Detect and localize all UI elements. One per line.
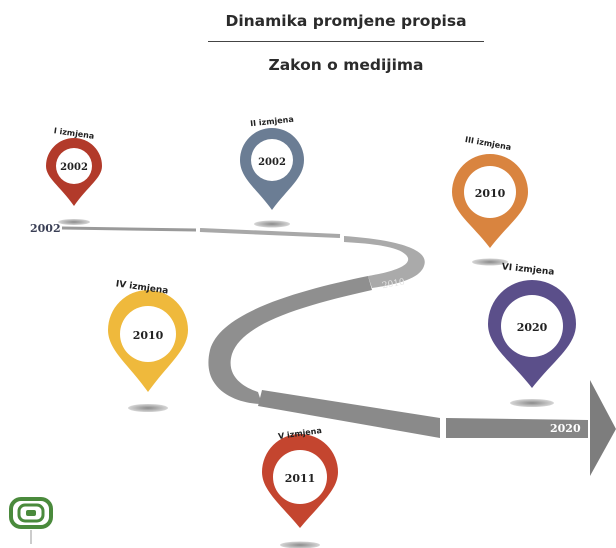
pin-6-label: VI izmjena — [501, 262, 555, 277]
pin-3-label: III izmjena — [464, 135, 512, 152]
pin-2-label: II izmjena — [250, 115, 294, 129]
timeline-end-year: 2020 — [550, 422, 581, 435]
timeline-road-curve — [208, 276, 372, 404]
pin-amendment-4: 2010 IV izmjena — [108, 279, 188, 412]
timeline-thin-segment-2 — [199, 228, 341, 238]
pin-amendment-2: 2002 II izmjena — [240, 115, 304, 228]
title-divider — [208, 41, 484, 42]
pin-amendment-6: 2020 VI izmjena — [488, 262, 576, 407]
timeline-thin-segment — [61, 226, 197, 232]
page-title: Dinamika promjene propisa — [225, 12, 467, 30]
pin-amendment-3: 2010 III izmjena — [452, 135, 528, 266]
pin-3-year: 2010 — [475, 187, 506, 200]
pin-amendment-1: 2002 I izmjena — [46, 126, 102, 225]
logo-icon — [9, 497, 53, 544]
pin-4-year: 2010 — [133, 329, 164, 342]
page-subtitle: Zakon o medijima — [268, 56, 424, 74]
timeline-mid-year: 2010 — [381, 277, 406, 291]
timeline-arrowhead — [590, 380, 616, 476]
timeline-start-year: 2002 — [30, 222, 61, 235]
pin-amendment-5: 2011 V izmjena — [262, 426, 338, 548]
pin-2-year: 2002 — [258, 157, 286, 168]
pin-6-year: 2020 — [517, 321, 548, 334]
timeline-road-upper — [344, 236, 425, 288]
timeline-road-lower — [258, 390, 440, 438]
pin-1-year: 2002 — [60, 162, 88, 173]
pin-5-year: 2011 — [285, 472, 316, 485]
timeline-road-straight — [446, 418, 588, 438]
